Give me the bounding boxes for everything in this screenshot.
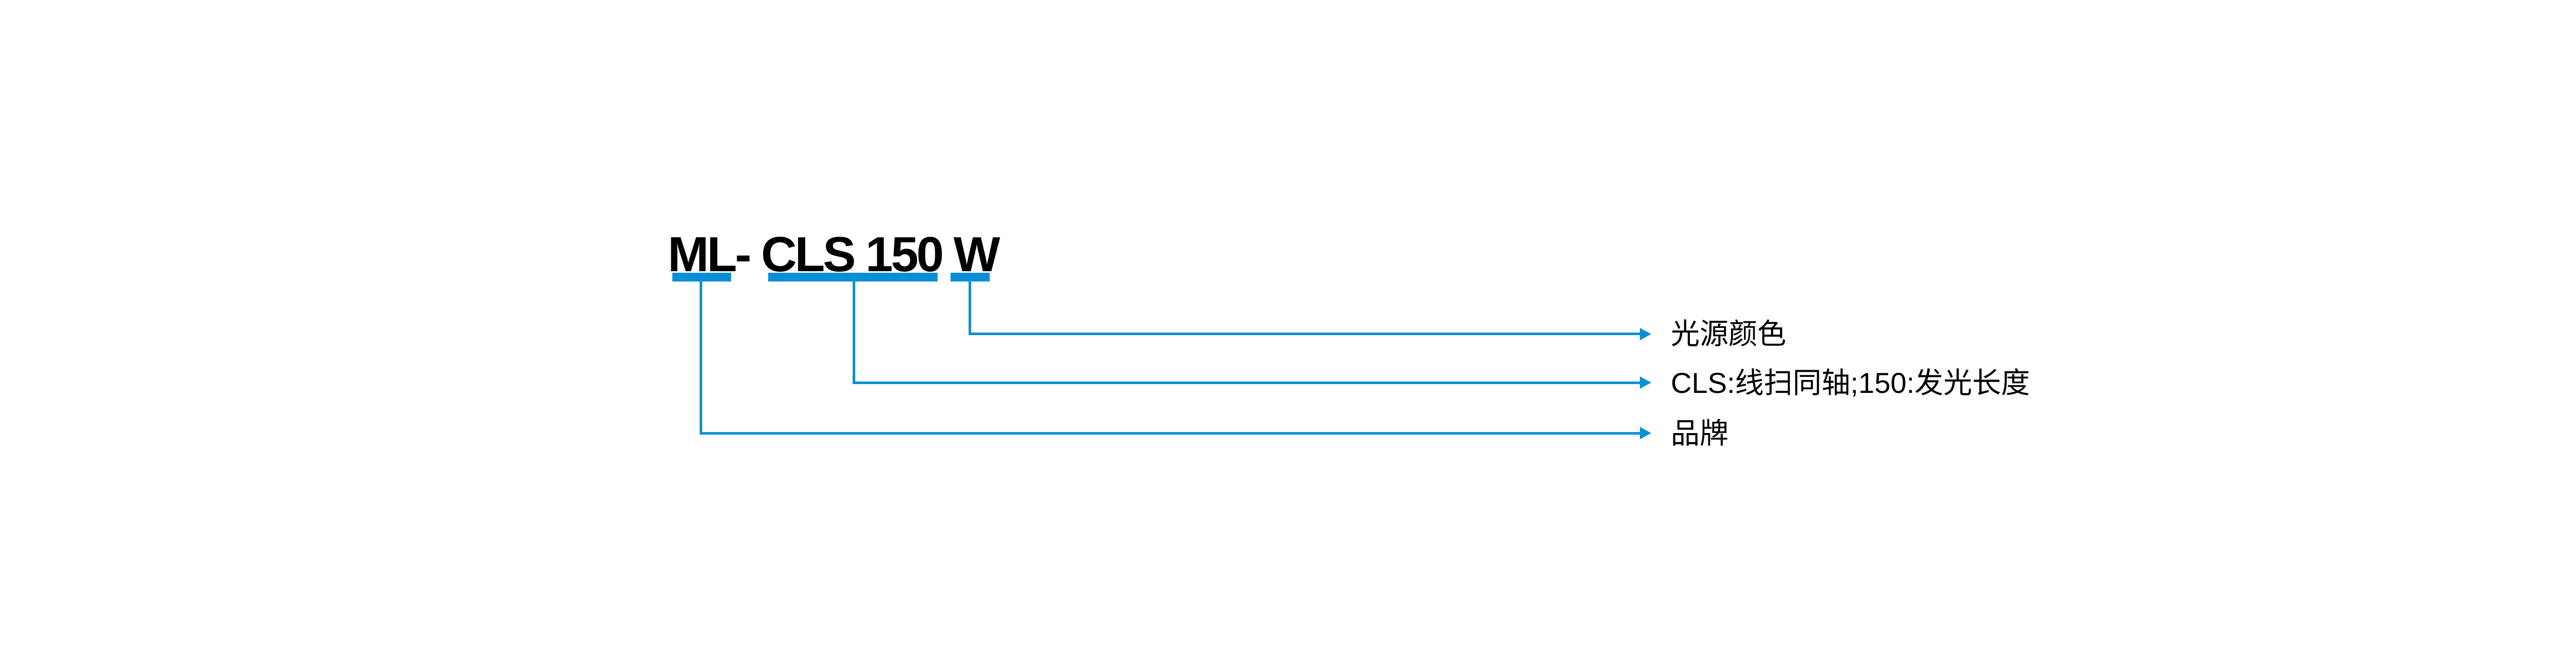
annotation-brand: 品牌 [1671,417,1728,450]
underline-series-length-segment [768,273,938,282]
annotation-series-and-length: CLS:线扫同轴;150:发光长度 [1671,367,2030,399]
connector-horizontal-color [969,333,1641,335]
connector-horizontal-series-length [853,382,1641,384]
connector-vertical-brand [700,282,702,435]
annotation-light-source-color: 光源颜色 [1671,318,1786,350]
underline-brand-segment [672,273,731,282]
arrow-right-icon [1640,328,1651,340]
connector-vertical-color [969,282,971,335]
underline-color-segment [951,273,990,282]
arrow-right-icon [1640,376,1651,389]
model-code-text: ML- CLS 150 W [668,227,1000,282]
connector-vertical-series-length [853,282,855,384]
connector-horizontal-brand [700,432,1641,435]
arrow-right-icon [1640,427,1651,439]
